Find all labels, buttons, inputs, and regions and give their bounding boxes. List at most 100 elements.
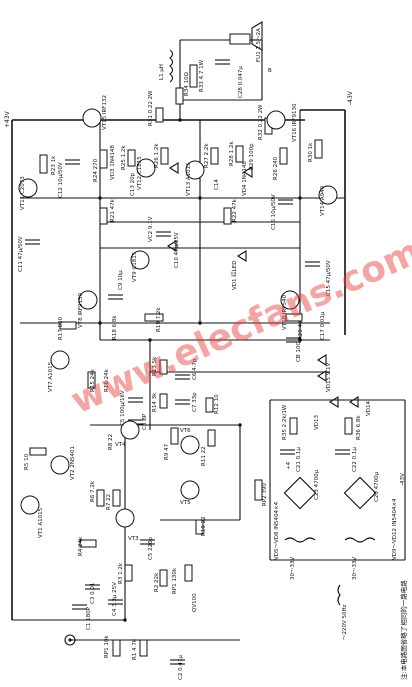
r16-label: R16 24k: [104, 368, 110, 392]
r29-label: R29 100p: [249, 143, 255, 170]
r23-label: R23 1k: [51, 155, 57, 175]
r10-label: R10 22: [201, 516, 207, 536]
r19-label: R19 7.2k: [156, 307, 162, 332]
r30-label: R30 1k: [308, 142, 314, 162]
c5-label: C5 220p: [148, 536, 154, 560]
c28-label: C28 0.047μ: [238, 66, 244, 98]
r6-label: R6 7.2k: [90, 480, 96, 502]
vd9-12-label: VD9～VD12 IN5404×4: [392, 498, 398, 560]
r12-label: R12 10: [214, 394, 220, 414]
r8-label: R8 22: [108, 434, 114, 450]
r15-label: R15 24k: [90, 368, 96, 392]
vt12-label: VT12 C1815: [137, 156, 143, 190]
vt14-label: VT14 A940: [320, 185, 326, 216]
r11-label: R11 22: [201, 446, 207, 466]
r17-label: R17 820: [58, 316, 64, 340]
r14-label: R14 3k: [152, 392, 158, 412]
c6-label: C6 4.7p: [192, 358, 198, 380]
vt5-label: VT5: [180, 500, 191, 506]
supply-minus43-label: -43V: [347, 90, 354, 105]
vt9-label: VT9 C1815: [132, 251, 138, 282]
r22-label: R22 47k: [232, 198, 238, 222]
vt3-label: VT3: [128, 536, 139, 542]
component-labels: +43V -43V FU1 1.5～2A L1 μH R33 4.7 1W C2…: [4, 28, 406, 680]
c23-label: C23 4700μ: [314, 469, 320, 500]
c12-label: C12 10μ/50V: [58, 162, 64, 198]
vd13-label: VD13: [314, 415, 320, 430]
vt1-label: VT1 A1015: [38, 507, 44, 538]
junction-dots: [98, 118, 302, 622]
c22-label: C22 0.1μ: [352, 447, 358, 472]
c20-label: C20 4700μ: [374, 471, 380, 502]
c10-label: C10 47μ/25V: [174, 232, 180, 268]
t1-label: 30～33V: [290, 557, 296, 580]
vt4-label: VT4: [115, 442, 126, 448]
vd5-8-label: VD5～VD8 IN5404×4: [274, 501, 280, 560]
r9-label: R9 47: [164, 443, 170, 460]
c15-label: C15 47μ/50V: [326, 260, 332, 296]
c4-label: C4 3.3μ 25V: [112, 582, 118, 616]
c7-label: C7 33p: [192, 392, 198, 412]
vt8-label: VT8 IRF9150: [78, 293, 84, 328]
resistor-symbols: [29, 64, 353, 657]
capacitor-symbols: [25, 59, 350, 665]
c17-label: C17 0.01μ: [320, 311, 326, 340]
supply-plus43-label: +43V: [4, 110, 11, 128]
t2-label: 30～33V: [352, 557, 358, 580]
r33-label: R33 4.7 1W: [199, 59, 205, 92]
cbp-label: C8 BP: [142, 413, 148, 430]
r26b-label: R26 240: [273, 156, 279, 180]
r3-label: R3 1.2k: [118, 562, 124, 584]
qv-label: QV100: [192, 593, 198, 612]
r13-label: R13 5k: [152, 356, 158, 376]
vd14-label: VD14: [366, 401, 372, 416]
c9-label: C9 10μ: [118, 270, 124, 290]
omission-note: 注:本电路图省略了相同的一路电路: [399, 580, 408, 680]
r32-label: R32 0.22 2W: [258, 104, 264, 140]
speaker-b-label: B: [268, 68, 272, 74]
r21-label: R21 47k: [110, 198, 116, 222]
vplus4-label: +4: [286, 461, 292, 470]
vd3-label: VD3 1N4148: [110, 145, 116, 180]
c16-label: C16 10μ/50V: [271, 194, 277, 230]
c5b-label: C5 100μ/16V: [120, 390, 126, 426]
c8-label: CB 10C: [296, 342, 302, 362]
output-components: [64, 21, 341, 646]
r1-label: R1 4.7k: [132, 638, 138, 660]
r2-label: R2 22k: [154, 572, 160, 592]
vt7-label: VT7 A1015: [48, 361, 54, 392]
r25-label: R25 1.2k: [121, 145, 127, 170]
vt10-label: VT10 IRF540: [282, 295, 288, 330]
transistor-symbols: [18, 108, 338, 528]
rp1b-label: RP1 10k: [104, 635, 110, 658]
supply-rails: [11, 39, 406, 641]
vd1-label: VD1 红LED: [230, 260, 238, 290]
r27-label: R27 2.2k: [204, 143, 210, 168]
c1-label: C1 180P: [86, 606, 92, 630]
r34-label: R34 10Ω: [184, 72, 190, 96]
rp1-label: RP1 130k: [172, 567, 178, 594]
r7-label: R7 22: [106, 494, 112, 510]
vd15-label: VD15 9.1V: [326, 363, 332, 392]
r24-label: R24 270: [93, 158, 99, 182]
vt16-label: VT16 IRF9130: [292, 103, 298, 142]
vd4-label: VD4 1N4148: [242, 161, 248, 196]
r36-label: R36 6.8k: [356, 415, 362, 440]
r31-label: R31 0.22 2W: [148, 90, 154, 126]
r26-label: R26 1.2k: [154, 143, 160, 168]
r28-label: R28 1.2k: [229, 141, 235, 166]
vt2-label: VT2 2N5401: [70, 446, 76, 480]
vminus43-label: -43V: [400, 473, 406, 486]
vt15-label: VT15 IRF132: [102, 95, 108, 130]
vt6-label: VT6: [180, 428, 191, 434]
r35-label: R35 2.2k/1W: [282, 404, 288, 440]
c13-label: C13 20p: [130, 172, 136, 196]
r4-label: R4 24k: [78, 536, 84, 556]
vc2-label: VC2 9.1V: [148, 216, 154, 242]
c21-label: C21 0.1μ: [296, 447, 302, 472]
ac-input-label: ～220V 50Hz: [342, 604, 348, 640]
rp2-label: RP2 390: [262, 483, 268, 506]
vt13-label: VT13 A1015: [186, 162, 192, 196]
r18-label: R18 6.8k: [112, 315, 118, 340]
diode-symbols: [166, 162, 359, 408]
